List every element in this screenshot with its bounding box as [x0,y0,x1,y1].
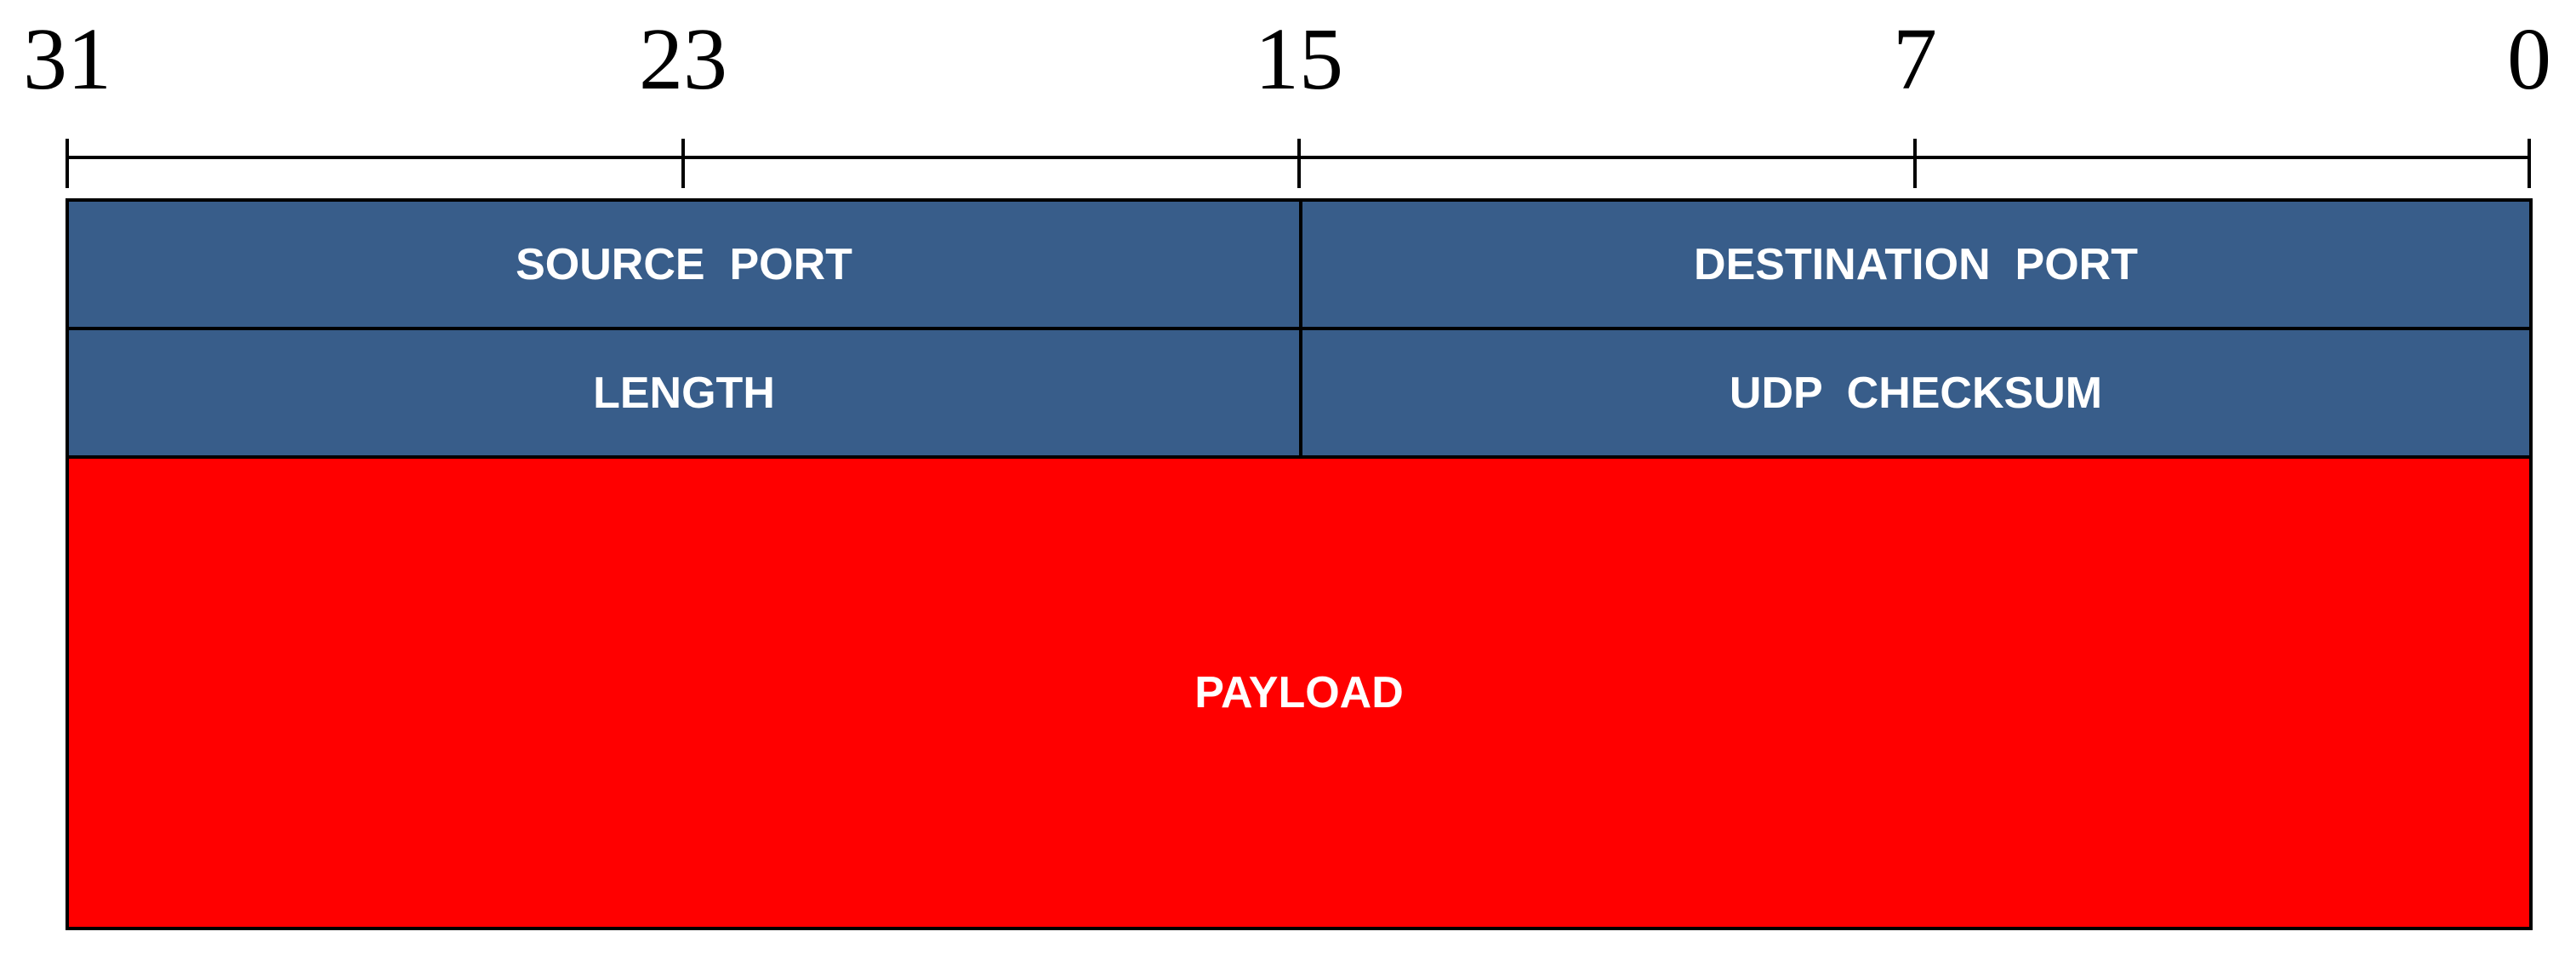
bit-label-15: 15 [1255,10,1343,108]
bit-label-7: 7 [1893,10,1937,108]
destination-port-field: DESTINATION PORT [1299,198,2533,330]
ruler-tick-7 [1913,139,1917,188]
ruler-tick-23 [681,139,685,188]
payload-field: PAYLOAD [66,455,2533,930]
bit-label-0: 0 [2507,10,2551,108]
ruler-tick-0 [2528,139,2531,188]
udp-checksum-field: UDP CHECKSUM [1299,327,2533,459]
length-field: LENGTH [66,327,1302,459]
ruler-tick-31 [66,139,69,188]
bit-label-23: 23 [639,10,727,108]
bit-label-31: 31 [23,10,111,108]
ruler-tick-15 [1297,139,1301,188]
source-port-field: SOURCE PORT [66,198,1302,330]
